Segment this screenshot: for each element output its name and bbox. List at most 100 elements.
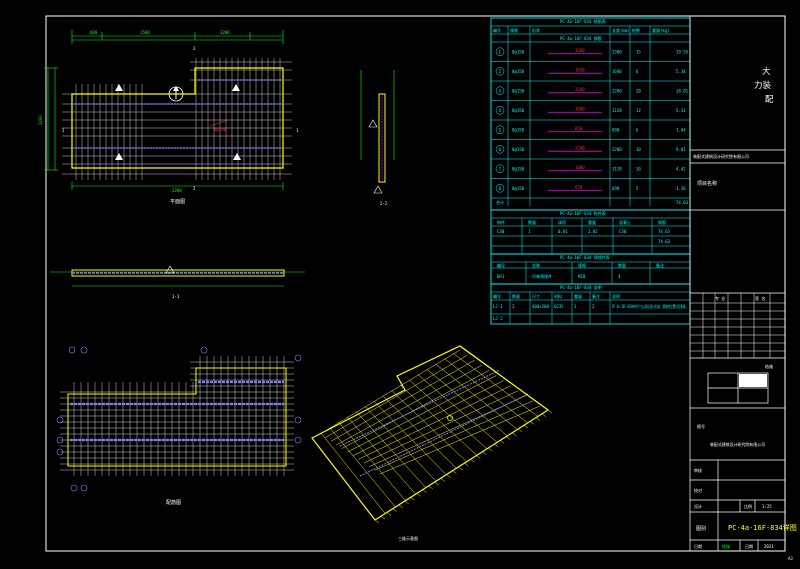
steel-slab-outline [67, 367, 287, 467]
axon-bar-cross [408, 379, 488, 450]
note-cell: Q235 [554, 304, 564, 309]
company-small: 装配式建筑设计研究院有限公司 [710, 441, 765, 447]
section-2-2-label: 2-2 [380, 201, 388, 206]
plan-bottom-dimensions [71, 182, 284, 190]
axis-bubble-icon [294, 416, 302, 424]
rebar-count: 6 [636, 127, 639, 132]
axon-caption: 三维示意图 [398, 535, 418, 541]
rebar-id: 5 [499, 127, 502, 132]
axon-tick [529, 421, 535, 425]
axis-bubble-icon [294, 436, 302, 444]
axon-slab-outline [311, 345, 550, 521]
axon-tick [452, 470, 457, 474]
axon-tick [541, 413, 547, 417]
section-marker-1-right: 1 [296, 128, 299, 133]
plan-left-dimensions [44, 67, 58, 171]
company-name: 装配式建筑设计研究院有限公司 [693, 153, 749, 159]
tables-panel[interactable]: PC-4a-16F-834 钢筋表 编号规格形状长度(mm)根数重量(kg)PC… [490, 17, 691, 325]
section-marker-1-left: 1 [62, 128, 65, 133]
rebar-id-bubble [495, 145, 505, 154]
rebar-id: 2 [499, 69, 502, 74]
section-2-2-view[interactable]: 2-2 [360, 70, 395, 206]
concrete-cell: 1 [528, 229, 531, 234]
rebar-count: 10 [636, 166, 641, 171]
project-label: 项目名称 [697, 180, 717, 187]
axon-tick [518, 428, 523, 433]
rebar-id-bubble [495, 164, 505, 173]
rebar-shape-label: 3260 [575, 48, 585, 53]
rebar-spec: 8@150 [512, 69, 525, 74]
axon-bar-cross [338, 421, 406, 501]
axis-bubble-icon [80, 346, 88, 354]
axon-bar [363, 390, 519, 464]
axon-bar-cross [347, 416, 416, 495]
section-1-1-view[interactable]: 1-1 [50, 265, 305, 299]
date-value-2: 日期 [745, 543, 753, 549]
title-block[interactable] [689, 16, 785, 551]
concrete-cell: C30 [497, 229, 505, 234]
rebar-id-bubble [495, 106, 505, 115]
axis-bubble-icon [294, 354, 302, 362]
rebar-id-bubble [495, 86, 505, 95]
axon-tick [488, 447, 493, 452]
plan-red-annotation: 8@150 [214, 127, 227, 132]
drawing-title: PC-4a-16F-834详图 [728, 523, 797, 532]
axon-purple-bar [339, 369, 501, 447]
rebar-length: 690 [612, 127, 620, 132]
rebar-spec: 8@150 [512, 186, 525, 191]
concrete-cell: 74.63 [658, 239, 671, 244]
axon-tick [476, 455, 481, 459]
rebar-shape-label: 2240 [575, 145, 585, 150]
plan-slab-outline[interactable] [71, 67, 284, 169]
note-header-cell: 尺寸 [532, 293, 540, 299]
axon-bar [319, 349, 461, 435]
rebar-spec: 8@150 [512, 166, 525, 171]
axon-bar-cross [400, 384, 477, 456]
axon-tick [434, 481, 439, 486]
plan-view[interactable]: 600 1500 3200 2200 [38, 30, 299, 205]
logo-text-2: 力装 [754, 80, 772, 91]
rebar-table [490, 17, 691, 211]
dim-label-left: 2200 [38, 115, 43, 125]
rebar-header-cell: 根数 [632, 27, 640, 33]
rebar-id: 3 [499, 88, 502, 93]
rebar-spec: 8@150 [512, 88, 525, 93]
axis-bubble-icon [56, 416, 64, 424]
rebar-total-label: 合计 [496, 199, 504, 205]
logo-text-1: 大 [762, 66, 771, 77]
embed-header-cell: 规格 [578, 262, 586, 268]
section-1-1-label: 1-1 [172, 294, 180, 299]
note-table-title: PC-4a-16F-834 说明 [560, 284, 602, 290]
concrete-header-cell: 钢筋 [658, 219, 666, 225]
axon-tick [446, 474, 451, 478]
axon-bar [358, 385, 512, 460]
axon-bar [341, 370, 490, 449]
rebar-count: 5 [636, 186, 639, 191]
axon-tick [464, 462, 469, 467]
rebar-header-cell: 编号 [493, 27, 501, 33]
steel-layout-view[interactable]: 配筋图 [56, 346, 302, 506]
sheet-label: 图别 [696, 525, 706, 532]
axon-bar-cross [444, 358, 528, 424]
rebar-length: 1120 [612, 166, 622, 171]
concrete-cell: 0.81 [558, 229, 568, 234]
note-header-cell: 数量 [512, 293, 520, 299]
rebar-subheader: PC-4a-16F-834 钢筋 [560, 35, 602, 41]
rebar-shape-label: 2240 [575, 87, 585, 92]
lifting-point-icons [115, 84, 241, 160]
plan-rebar-grid [62, 58, 292, 180]
review-label: 审核 [694, 467, 702, 473]
steel-axis-bubbles [56, 346, 302, 492]
rebar-header-cell: 长度(mm) [612, 27, 630, 33]
rebar-header-cell: 形状 [532, 27, 540, 33]
concrete-header-cell: 体积 [558, 219, 566, 225]
embed-header-cell: 备注 [656, 262, 664, 268]
concrete-header-cell: 数量 [528, 219, 536, 225]
axon-bar-cross [453, 353, 538, 417]
axonometric-view[interactable]: 三维示意图 [311, 345, 553, 541]
rebar-length: 2280 [612, 147, 622, 152]
rebar-count: 20 [636, 88, 641, 93]
concrete-cell: 2.02 [588, 229, 598, 234]
